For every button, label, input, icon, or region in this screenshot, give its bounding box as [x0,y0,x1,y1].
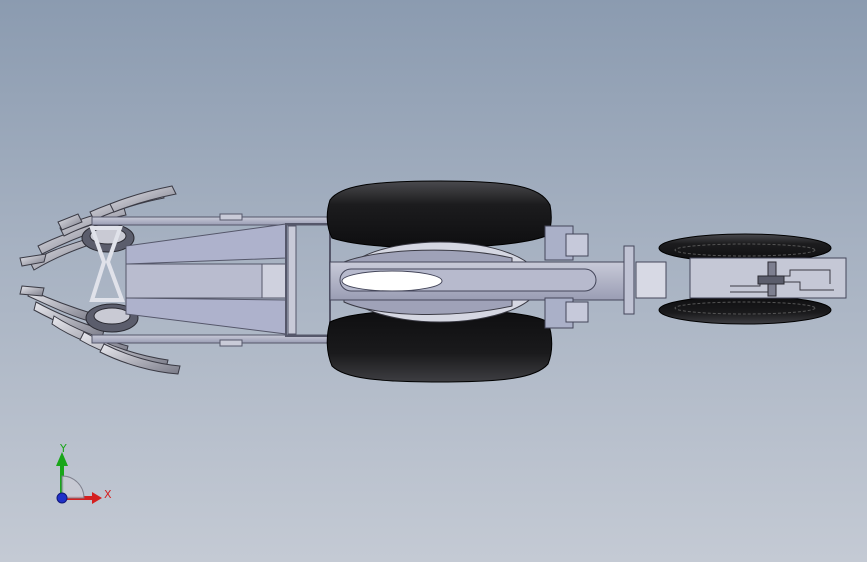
upper-plate [125,223,287,265]
y-axis-label: Y [59,442,67,455]
coordinate-triad-icon: Y X [56,442,112,504]
lower-hub-cap [93,307,131,325]
lower-plate [125,297,287,335]
front-cutter-assembly [19,185,181,375]
hitch-brackets [544,225,667,329]
lower-blade-cluster [19,285,181,375]
front-bracket [89,226,125,302]
lower-front-tire [658,295,832,325]
center-channel [125,263,287,299]
upper-blade-cluster [19,185,177,271]
drive-beam [329,261,631,301]
main-frame [91,213,333,347]
z-axis-dot [56,492,68,504]
upper-rear-tire [326,180,552,249]
x-axis-label: X [104,488,112,501]
front-wheel [658,233,847,325]
